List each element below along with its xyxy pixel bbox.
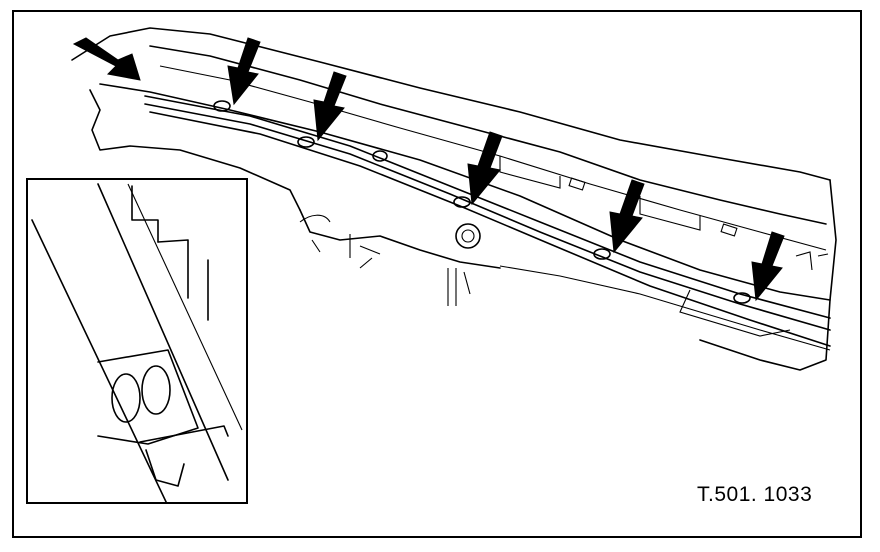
inset-clip-base (139, 425, 229, 443)
rail-line-3 (149, 111, 831, 347)
slot-1 (568, 177, 586, 191)
arrow-5 (609, 179, 645, 254)
inset-step-1 (131, 185, 159, 243)
figure-reference-code: T.501. 1033 (697, 483, 813, 506)
arrow-3 (313, 71, 347, 142)
arrow-1 (72, 37, 141, 81)
lower-right-strip (499, 265, 831, 351)
inset-diagonal-3 (127, 183, 243, 431)
arrow-2 (227, 37, 261, 106)
inset-clip-frame (97, 349, 199, 445)
detail-drawing (31, 183, 243, 502)
inset-step-2 (157, 239, 189, 299)
step-detail-2 (639, 196, 701, 231)
slot-2 (720, 223, 738, 237)
rail-line-1 (144, 95, 831, 319)
round-fastener (455, 223, 481, 249)
left-bracket (89, 89, 301, 211)
clip-marker-2 (297, 136, 315, 148)
inset-clip-lobe-1 (111, 373, 141, 423)
clip-marker-4 (593, 248, 611, 260)
inset-clip-lobe-2 (141, 365, 171, 415)
panel-top-edge (71, 27, 831, 181)
hook-detail (299, 214, 381, 269)
lower-mount (299, 209, 501, 269)
panel-right-edge (699, 179, 837, 371)
bolt-hole (372, 150, 388, 162)
inset-diagonal-2 (97, 183, 229, 481)
upper-contour (149, 45, 827, 225)
step-detail-3 (679, 289, 791, 337)
step-detail-1 (499, 156, 561, 189)
post-detail (447, 268, 471, 306)
arrow-4 (467, 131, 503, 206)
detail-inset (26, 178, 248, 504)
slot-3 (795, 251, 829, 271)
inset-diagonal-1 (31, 219, 167, 502)
clip-marker-5 (733, 292, 751, 304)
clip-marker-1 (213, 100, 231, 112)
round-fastener-inner (461, 229, 475, 243)
clip-marker-3 (453, 196, 471, 208)
rail-line-2 (144, 103, 831, 331)
arrow-6 (751, 231, 785, 302)
inset-clip-foot (145, 449, 185, 487)
